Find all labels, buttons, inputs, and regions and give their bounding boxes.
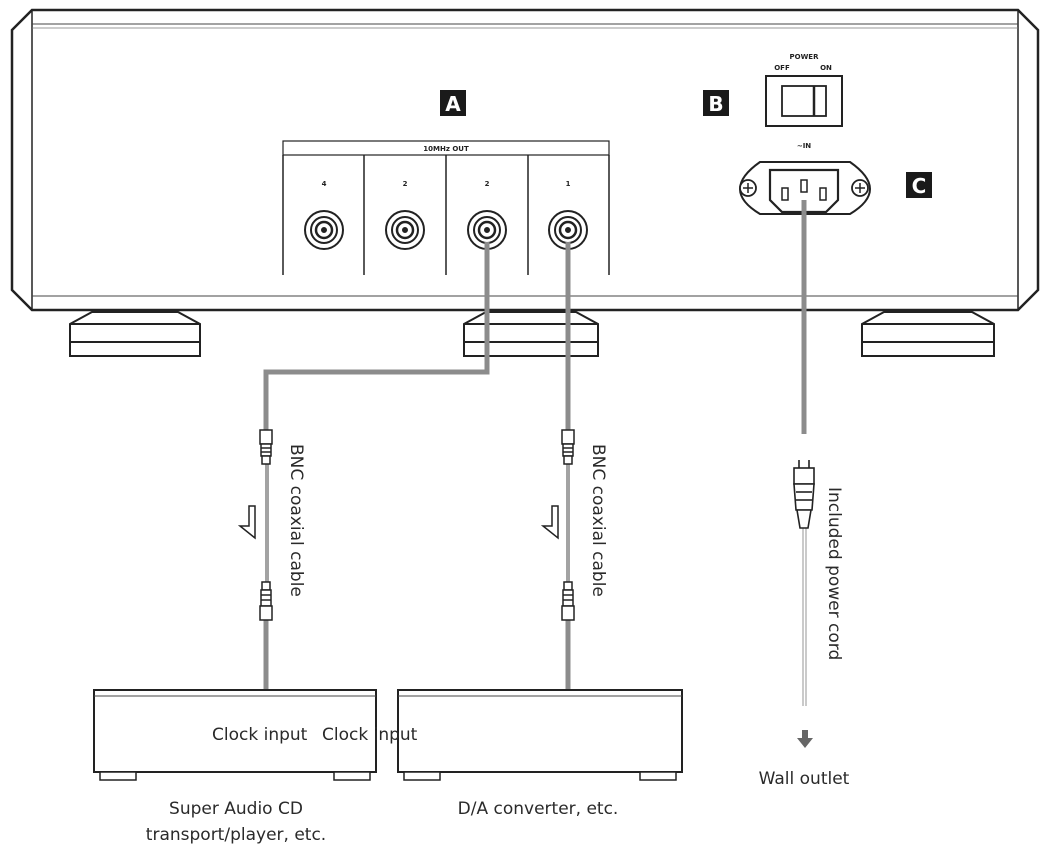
power-on-label: ON bbox=[820, 64, 832, 72]
badge-a: A bbox=[440, 90, 466, 116]
power-off-label: OFF bbox=[774, 64, 790, 72]
badge-b: B bbox=[703, 90, 729, 116]
device-left-input-label: Clock input bbox=[212, 725, 308, 745]
ac-inlet[interactable]: ~IN bbox=[739, 142, 871, 215]
output-label: 10MHz OUT bbox=[423, 145, 469, 153]
power-label: POWER bbox=[790, 53, 820, 61]
screw-icon bbox=[739, 179, 757, 197]
power-cord bbox=[801, 200, 807, 706]
cable-right bbox=[565, 242, 571, 712]
svg-text:C: C bbox=[912, 174, 927, 198]
wall-outlet-label: Wall outlet bbox=[759, 769, 850, 789]
power-cord-label: Included power cord bbox=[824, 487, 844, 660]
device-left bbox=[93, 689, 377, 781]
hollow-down-arrow-icon bbox=[237, 505, 256, 540]
port-number: 2 bbox=[403, 180, 408, 188]
svg-text:B: B bbox=[708, 92, 723, 116]
screw-icon bbox=[851, 179, 869, 197]
cable-label-right: BNC coaxial cable bbox=[588, 444, 608, 597]
port-number: 1 bbox=[566, 180, 571, 188]
bnc-output-jack[interactable] bbox=[385, 210, 425, 250]
bnc-connector-icon bbox=[561, 581, 575, 621]
down-arrow-icon bbox=[797, 730, 813, 748]
device-left-name-line1: Super Audio CD bbox=[169, 799, 303, 819]
iec-socket-icon bbox=[768, 168, 840, 214]
clock-output-block: 10MHz OUT 4 2 2 1 bbox=[282, 140, 610, 275]
port-number: 4 bbox=[322, 180, 327, 188]
unit-rear-panel bbox=[10, 8, 1040, 312]
svg-text:A: A bbox=[445, 92, 461, 116]
device-right-name: D/A converter, etc. bbox=[458, 799, 619, 819]
device-right-input-label: Clock input bbox=[322, 725, 418, 745]
power-switch[interactable]: POWER OFF ON bbox=[765, 53, 843, 127]
unit-feet bbox=[69, 311, 995, 357]
bnc-connector-icon bbox=[561, 429, 575, 465]
hollow-down-arrow-icon bbox=[540, 505, 559, 540]
bnc-connector-icon bbox=[259, 429, 273, 465]
ac-in-label: ~IN bbox=[797, 142, 811, 150]
device-right bbox=[397, 689, 683, 781]
device-left-name-line2: transport/player, etc. bbox=[146, 825, 326, 845]
badge-c: C bbox=[906, 172, 932, 198]
power-plug-icon bbox=[793, 460, 815, 529]
bnc-connector-icon bbox=[259, 581, 273, 621]
cable-label-left: BNC coaxial cable bbox=[286, 444, 306, 597]
port-number: 2 bbox=[485, 180, 490, 188]
bnc-output-jack[interactable] bbox=[304, 210, 344, 250]
